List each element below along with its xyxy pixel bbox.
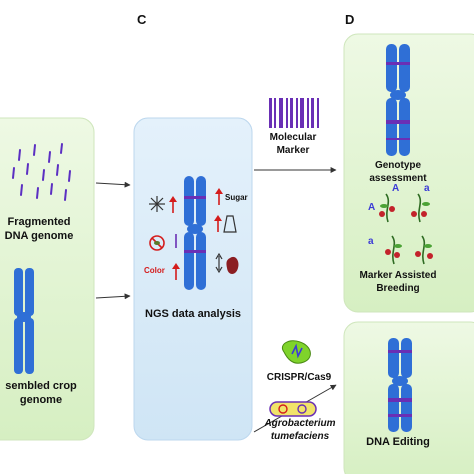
plant-icon: [379, 193, 395, 223]
trait-sugar-label: Sugar: [225, 193, 248, 202]
fragmented-label-line2: DNA genome: [4, 230, 74, 242]
arrow-fragments-to-ngs: [95, 181, 131, 188]
cold-up-arrow-icon: [169, 196, 177, 213]
no-pest-icon: [149, 235, 165, 251]
panel-letter-c: C: [137, 12, 147, 27]
assembled-label-line2: genome: [19, 394, 63, 406]
dna-fragments: [12, 143, 71, 201]
allele-a-top: a: [424, 183, 430, 194]
beaker-icon: [223, 215, 237, 233]
plant-icon: [411, 193, 430, 223]
allele-A-top: A: [392, 183, 400, 194]
allele-a-left: a: [368, 236, 374, 247]
fruit-icon: [226, 256, 239, 274]
edited-chromosome: [388, 338, 412, 432]
panel-letter-d: D: [345, 12, 355, 27]
panel-d-top-background: [343, 33, 474, 313]
cas9-icon: [282, 340, 311, 364]
agrobacterium-label-line2: tumefaciens: [270, 431, 330, 442]
agrobacterium-label-line1: Agrobacterium: [264, 418, 336, 429]
genotype-label-line1: Genotype: [374, 160, 422, 171]
panel-b-background: [0, 117, 95, 441]
plant-icon: [385, 235, 402, 265]
ngs-chromosome: [184, 176, 206, 290]
allele-A-left: A: [368, 202, 376, 213]
barcode-icon: [269, 98, 319, 128]
dna-editing-label: DNA Editing: [366, 436, 430, 448]
trait-color-label: Color: [144, 266, 165, 275]
beaker-up-arrow-icon: [214, 215, 222, 232]
ngs-title: NGS data analysis: [145, 308, 241, 320]
assembled-chromosome: [14, 268, 34, 374]
snowflake-icon: [149, 196, 165, 212]
agrobacterium-icon: [269, 401, 317, 417]
mab-label-line1: Marker Assisted: [359, 270, 437, 281]
crispr-label: CRISPR/Cas9: [266, 372, 332, 383]
sugar-arrow-icon: [215, 188, 223, 205]
arrow-assembled-to-ngs: [95, 293, 131, 300]
mab-label-line2: Breeding: [376, 283, 420, 294]
molecular-marker-line1: Molecular: [269, 132, 317, 143]
molecular-marker-line2: Marker: [276, 145, 310, 156]
fragmented-label-line1: Fragmented: [7, 216, 71, 228]
genotype-chromosome: [386, 44, 410, 156]
assembled-label-line1: sembled crop: [5, 380, 77, 392]
color-up-arrow-icon: [172, 263, 180, 280]
yield-arrows-icon: [215, 252, 223, 274]
plant-icon: [415, 235, 433, 265]
genotype-label-line2: assessment: [369, 173, 427, 184]
